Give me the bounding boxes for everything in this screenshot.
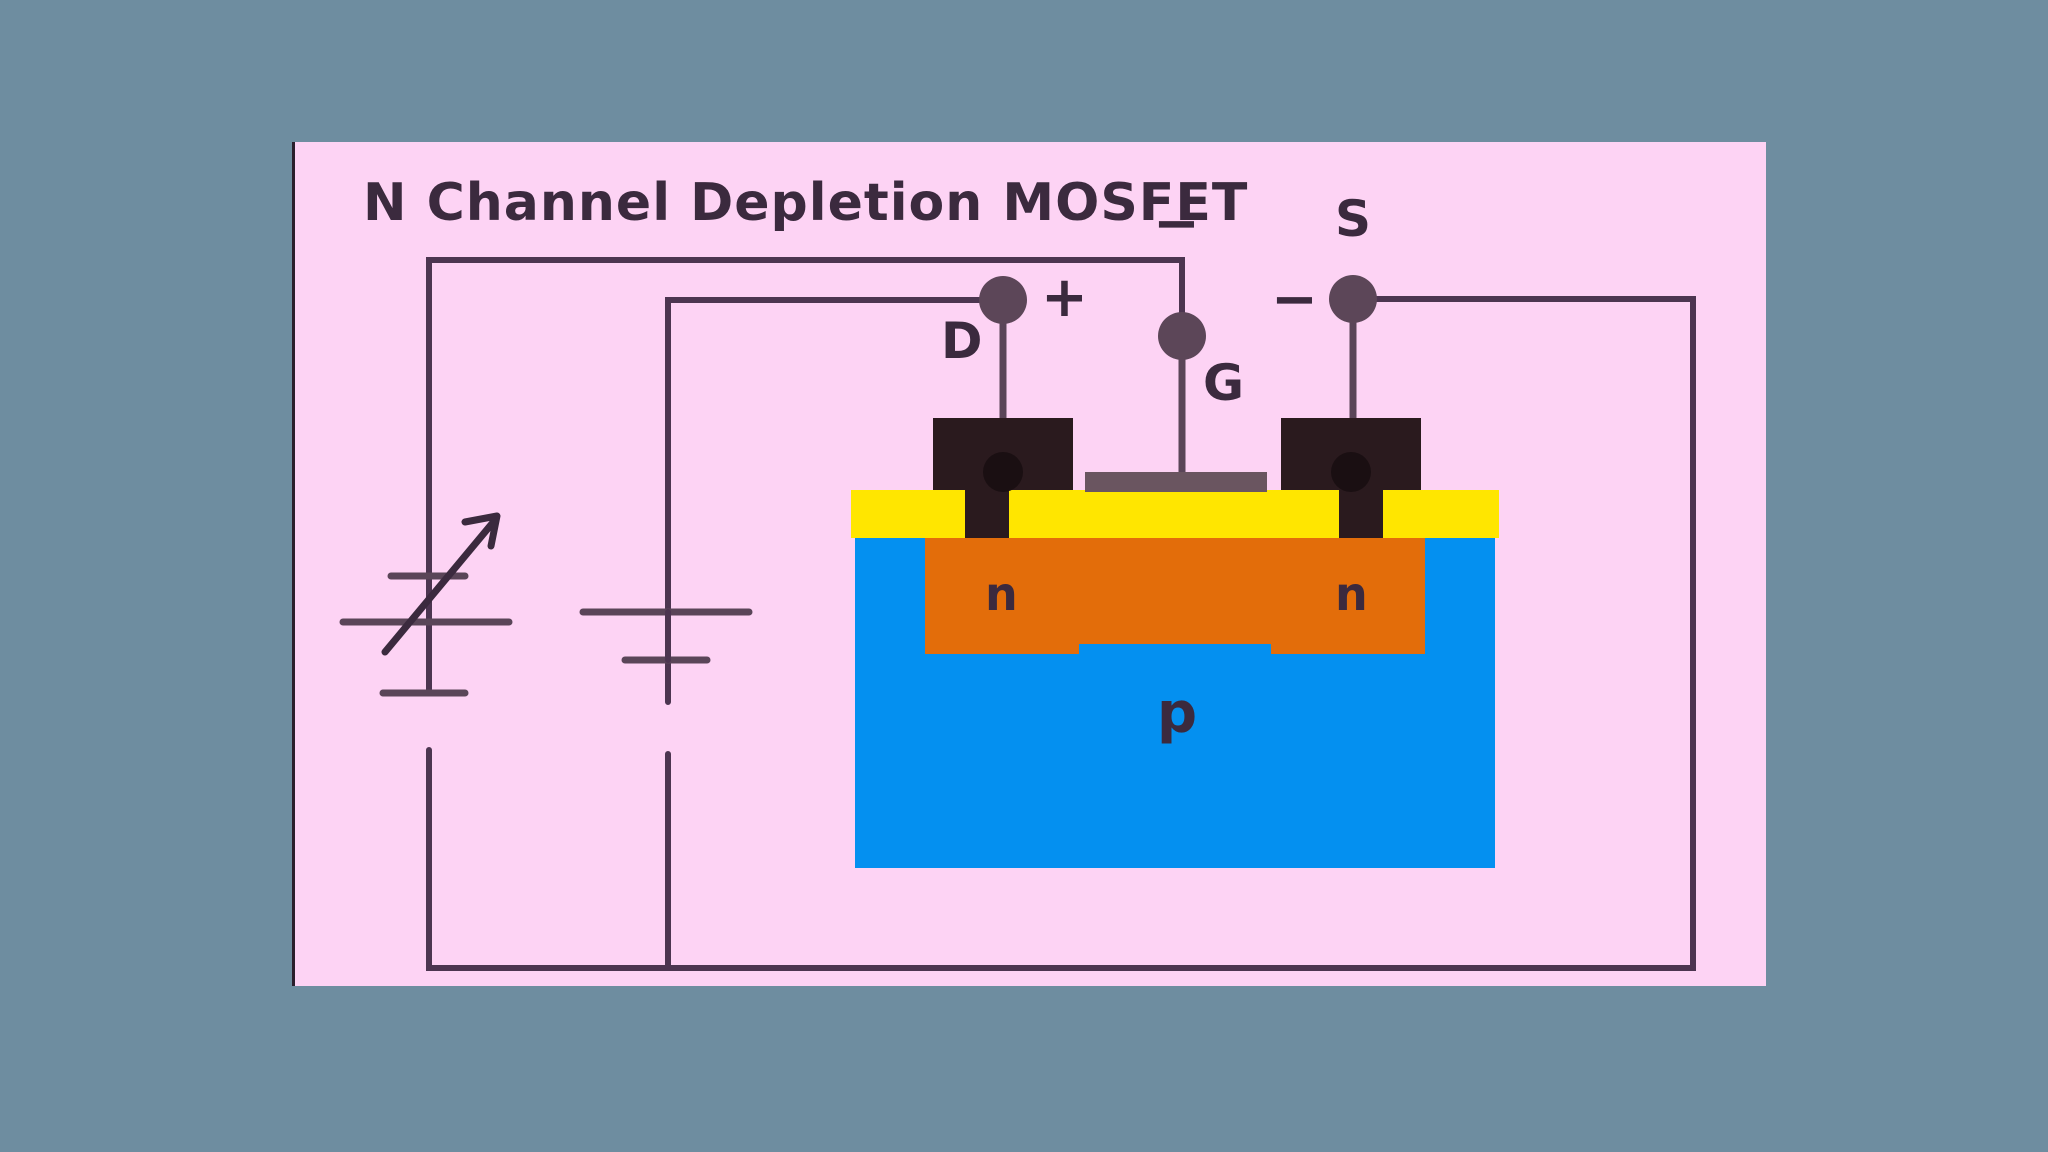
drain-plus-sign: +: [1041, 265, 1088, 330]
outer-wire-left-bottom: [426, 296, 1696, 971]
source-contact-dot: [1331, 452, 1371, 492]
drain-terminal-node: [979, 276, 1027, 324]
gate-label: G: [1203, 354, 1244, 412]
source-terminal-node: [1329, 275, 1377, 323]
variable-battery-arrow-icon: [381, 512, 501, 656]
drain-contact-dot: [983, 452, 1023, 492]
diagram-title: N Channel Depletion MOSFET: [363, 173, 1248, 233]
source-minus-sign: −: [1271, 267, 1318, 332]
drain-n-region-label: n: [985, 567, 1018, 621]
inner-wire-top: [665, 297, 1006, 705]
gate-metal: [1085, 472, 1267, 492]
drain-label: D: [941, 312, 983, 370]
p-substrate-label: p: [1157, 681, 1197, 746]
oxide-layer: [851, 490, 1499, 538]
source-n-region-label: n: [1335, 567, 1368, 621]
gate-terminal-node: [1158, 312, 1206, 360]
n-regions: [925, 536, 1425, 654]
mosfet-diagram: N Channel Depletion MOSFET: [339, 173, 1696, 971]
gate-minus-sign: −: [1153, 191, 1200, 256]
source-label: S: [1335, 190, 1371, 248]
diagram-panel: N Channel Depletion MOSFET: [292, 142, 1766, 986]
